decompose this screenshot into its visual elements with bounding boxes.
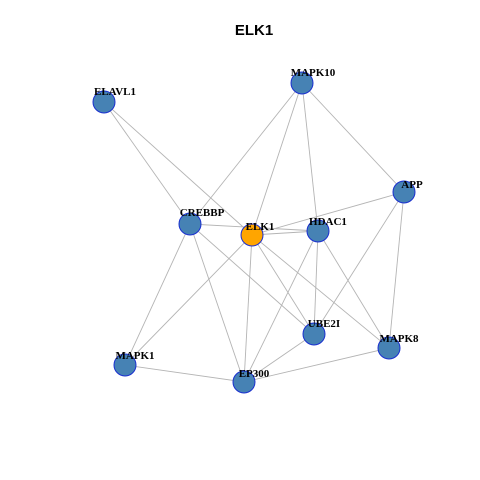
node-ep300[interactable] bbox=[232, 370, 256, 394]
edge-crebbp-ube2i bbox=[189, 223, 315, 335]
edge-hdac1-ube2i bbox=[313, 230, 319, 335]
node-label-ube2i: UBE2I bbox=[308, 318, 340, 330]
node-mapk1[interactable] bbox=[113, 353, 137, 377]
node-mapk10[interactable] bbox=[290, 71, 314, 95]
node-label-app: APP bbox=[401, 179, 423, 191]
edge-mapk10-elk1 bbox=[251, 82, 303, 236]
graph-title: ELK1 bbox=[235, 22, 273, 39]
edge-elavl1-crebbp bbox=[103, 101, 191, 225]
node-layer bbox=[92, 71, 416, 394]
node-elavl1[interactable] bbox=[92, 90, 116, 114]
edge-elk1-ep300 bbox=[243, 234, 253, 383]
node-label-crebbp: CREBBP bbox=[180, 207, 225, 219]
edge-hdac1-mapk8 bbox=[317, 230, 390, 349]
edge-app-mapk8 bbox=[388, 191, 405, 349]
node-ube2i[interactable] bbox=[302, 322, 326, 346]
node-app[interactable] bbox=[392, 180, 416, 204]
edge-mapk10-hdac1 bbox=[301, 82, 319, 232]
node-label-mapk8: MAPK8 bbox=[379, 333, 419, 345]
edge-mapk1-ep300 bbox=[124, 364, 245, 383]
edge-crebbp-mapk1 bbox=[124, 223, 191, 366]
node-label-elk1: ELK1 bbox=[246, 221, 275, 233]
node-label-mapk1: MAPK1 bbox=[115, 350, 154, 362]
edge-crebbp-ep300 bbox=[189, 223, 245, 383]
edge-elavl1-elk1 bbox=[103, 101, 253, 236]
node-crebbp[interactable] bbox=[178, 212, 202, 236]
edge-app-elk1 bbox=[251, 191, 405, 236]
node-hdac1[interactable] bbox=[306, 219, 330, 243]
node-label-hdac1: HDAC1 bbox=[309, 216, 347, 228]
node-label-mapk10: MAPK10 bbox=[291, 67, 336, 79]
edge-hdac1-ep300 bbox=[243, 230, 319, 383]
edge-app-ube2i bbox=[313, 191, 405, 335]
edge-elk1-mapk1 bbox=[124, 234, 253, 366]
edge-elk1-ube2i bbox=[251, 234, 315, 335]
node-label-elavl1: ELAVL1 bbox=[94, 86, 136, 98]
edge-mapk10-crebbp bbox=[189, 82, 303, 225]
edge-elk1-mapk8 bbox=[251, 234, 390, 349]
node-mapk8[interactable] bbox=[377, 336, 401, 360]
edge-ube2i-ep300 bbox=[243, 333, 315, 383]
node-label-ep300: EP300 bbox=[239, 368, 270, 380]
node-elk1[interactable] bbox=[240, 223, 264, 247]
edge-mapk10-app bbox=[301, 82, 405, 193]
edge-mapk8-ep300 bbox=[243, 347, 390, 383]
